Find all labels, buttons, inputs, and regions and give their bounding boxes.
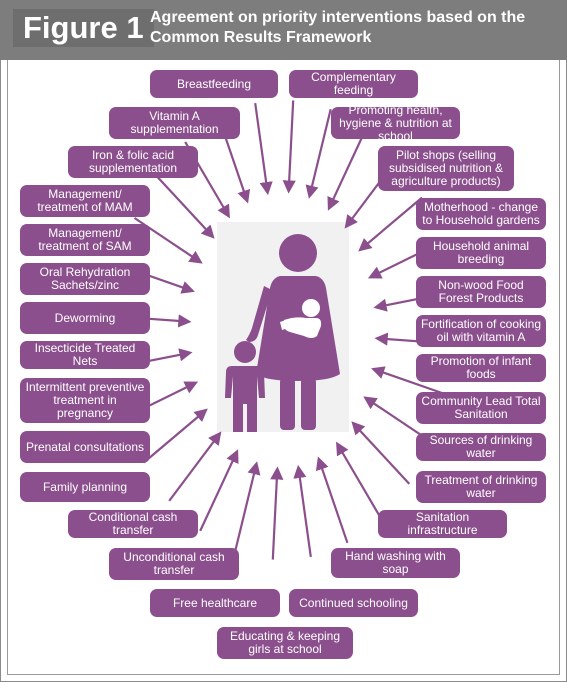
arrow-icon	[168, 431, 222, 502]
arrow-icon	[234, 461, 261, 552]
arrow-icon	[143, 408, 208, 464]
arrow-icon	[155, 175, 215, 239]
right-item: Pilot shops (selling subsidised nutritio…	[378, 146, 514, 191]
left-item: Vitamin A supplementation	[109, 107, 240, 139]
right-item: Sanitation infrastructure	[378, 510, 507, 538]
figure-header: Figure 1 Agreement on priority intervent…	[0, 0, 567, 60]
left-item: Unconditional cash transfer	[109, 548, 239, 580]
right-item: Household animal breeding	[416, 237, 546, 269]
arrow-icon	[254, 102, 273, 196]
arrow-icon	[371, 366, 447, 396]
right-item: Community Lead Total Sanitation	[416, 392, 546, 424]
left-item: Deworming	[20, 302, 150, 334]
figure-label: Figure 1	[13, 9, 154, 47]
left-item: Educating & keeping girls at school	[217, 627, 353, 659]
left-item: Conditional cash transfer	[68, 510, 198, 538]
right-item: Promotion of infant foods	[416, 354, 546, 382]
left-item: Intermittent preventive treatment in pre…	[20, 378, 150, 423]
right-item: Motherhood - change to Household gardens	[416, 198, 546, 230]
left-item: Management/ treatment of MAM	[20, 185, 150, 217]
left-item: Free healthcare	[150, 589, 280, 617]
arrow-icon	[305, 108, 332, 199]
arrow-icon	[199, 449, 239, 532]
right-item: Treatment of drinking water	[416, 471, 546, 503]
left-item: Insecticide Treated Nets	[20, 341, 150, 369]
arrow-icon	[336, 441, 382, 519]
left-item: Family planning	[20, 472, 150, 502]
arrow-icon	[327, 128, 367, 211]
right-item: Continued schooling	[289, 589, 418, 617]
arrow-icon	[293, 464, 312, 558]
left-item: Iron & folic acid supplementation	[68, 146, 198, 178]
baby-icon	[280, 299, 322, 338]
arrow-icon	[282, 100, 296, 194]
left-item: Breastfeeding	[150, 70, 278, 98]
left-item: Oral Rehydration Sachets/zinc	[20, 263, 150, 295]
child-icon	[225, 341, 265, 432]
arrow-icon	[351, 421, 411, 485]
right-item: Promoting health, hygiene & nutrition at…	[331, 103, 460, 142]
arrow-icon	[358, 196, 423, 252]
right-item: Sources of drinking water	[416, 433, 546, 461]
arrow-icon	[270, 466, 284, 560]
arrow-icon	[315, 456, 349, 544]
left-item: Prenatal consultations	[20, 431, 150, 463]
left-item: Management/ treatment of SAM	[20, 224, 150, 256]
figure-title: Agreement on priority interventions base…	[150, 9, 526, 46]
right-item: Complementary feeding	[289, 70, 418, 98]
right-item: Fortification of cooking oil with vitami…	[416, 315, 546, 347]
right-item: Non-wood Food Forest Products	[416, 276, 546, 308]
right-item: Hand washing with soap	[331, 548, 460, 578]
